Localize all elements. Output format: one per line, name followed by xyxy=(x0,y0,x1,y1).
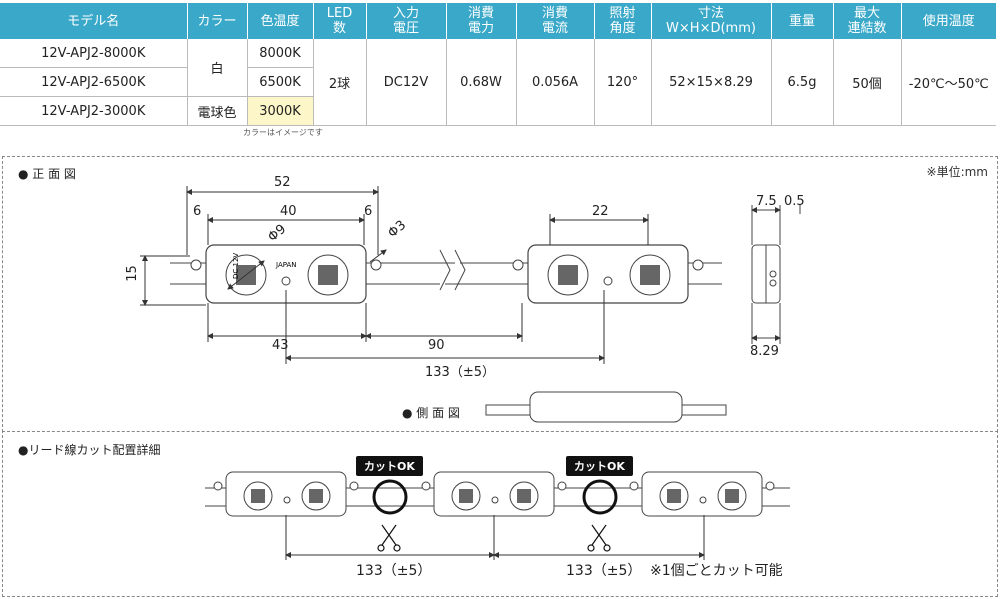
angle-cell: 120° xyxy=(594,39,652,126)
temp-range-cell: -20℃〜50℃ xyxy=(901,39,996,126)
lead-cut-label: ●リード線カット配置詳細 xyxy=(18,443,161,457)
column-header-line1: 重量 xyxy=(788,13,815,29)
column-header: 色温度 xyxy=(247,3,314,39)
color-note: カラーはイメージです xyxy=(243,128,323,137)
column-header-line2: 数 xyxy=(332,21,346,36)
lead-cut-panel xyxy=(2,430,998,597)
lead-cut-module xyxy=(629,471,775,517)
side-view-label: ● 側 面 図 xyxy=(402,406,460,420)
dim-22: 22 xyxy=(592,204,609,219)
model-cell: 12V-APJ2-8000K xyxy=(0,39,188,68)
unit-note: ※単位:mm xyxy=(926,165,988,179)
column-header-line1: LED xyxy=(326,6,353,21)
side-profile xyxy=(485,391,727,423)
column-header-line1: 色温度 xyxy=(260,13,300,29)
dim-90: 90 xyxy=(428,338,445,353)
cut-circles xyxy=(372,479,618,515)
column-header: 消費電流 xyxy=(516,3,595,39)
cut-ok-badge-2: カットOK xyxy=(566,456,633,476)
dim-7-5: 7.5 xyxy=(756,194,777,209)
led-cell: 2球 xyxy=(313,39,367,126)
front-module-1: DC 12V JAPAN xyxy=(190,244,382,304)
column-header: 最大連結数 xyxy=(833,3,902,39)
dim-52: 52 xyxy=(274,175,291,190)
model-cell: 12V-APJ2-6500K xyxy=(0,67,188,97)
end-view xyxy=(751,205,801,344)
column-header-line1: 寸法 xyxy=(697,6,724,21)
dim-6-right: 6 xyxy=(364,204,373,219)
power-cell: 0.68W xyxy=(446,39,517,126)
lead-cut-modules xyxy=(213,471,775,517)
column-header-line1: 入力 xyxy=(392,6,419,21)
column-header-line2: 連結数 xyxy=(847,21,887,36)
column-header: 入力電圧 xyxy=(366,3,447,39)
cut-ok-badge-1: カットOK xyxy=(356,456,423,476)
front-view-label: ● 正 面 図 xyxy=(18,167,76,181)
model-cell: 12V-APJ2-3000K xyxy=(0,96,188,126)
column-header-line2: 角度 xyxy=(609,21,636,36)
dim-8-29: 8.29 xyxy=(750,344,779,359)
temp-cell: 6500K xyxy=(247,67,314,97)
lead-cut-module xyxy=(213,471,359,517)
column-header: 照射角度 xyxy=(594,3,652,39)
column-header: 使用温度 xyxy=(901,3,996,39)
lead-cut-dimensions xyxy=(285,515,705,560)
column-header-line1: 最大 xyxy=(853,6,880,21)
column-header-line1: 消費 xyxy=(467,6,494,21)
dim-43: 43 xyxy=(272,338,289,353)
column-header: 重量 xyxy=(771,3,834,39)
voltage-cell: DC12V xyxy=(366,39,447,126)
column-header-line1: 使用温度 xyxy=(922,13,975,29)
column-header-line2: 電圧 xyxy=(392,21,419,36)
column-header: モデル名 xyxy=(0,3,188,39)
color-cell: 白 xyxy=(187,39,248,97)
table-row: 12V-APJ2-6500K 6500K xyxy=(0,67,996,97)
table-row: 12V-APJ2-8000K 白 8000K 2球 DC12V 0.68W 0.… xyxy=(0,39,996,126)
column-header-line1: 照射 xyxy=(609,6,636,21)
size-cell: 52×15×8.29 xyxy=(651,39,772,126)
column-header-line1: カラー xyxy=(197,13,237,29)
lead-cut-module xyxy=(421,471,567,517)
dc-label: DC 12V xyxy=(232,253,240,279)
scissors-icons xyxy=(377,524,611,552)
column-header: カラー xyxy=(187,3,248,39)
dim-6-left: 6 xyxy=(193,204,202,219)
front-module-2 xyxy=(512,244,704,304)
front-dimensions xyxy=(140,186,649,364)
dim-15: 15 xyxy=(124,265,140,282)
column-header: 消費電力 xyxy=(446,3,517,39)
dim-0-5: 0.5 xyxy=(784,194,805,209)
dim-133: 133（±5） xyxy=(425,365,495,380)
cut-dim-1: 133（±5） xyxy=(356,563,432,579)
front-view-panel xyxy=(2,156,998,432)
current-cell: 0.056A xyxy=(516,39,595,126)
column-header-line2: W×H×D(mm) xyxy=(666,21,756,36)
weight-cell: 6.5g xyxy=(771,39,834,126)
column-header-line2: 電流 xyxy=(541,21,568,36)
column-header-line2: 電力 xyxy=(467,21,494,36)
dim-40: 40 xyxy=(280,204,297,219)
temp-cell: 3000K xyxy=(247,96,314,126)
color-cell: 電球色 xyxy=(187,96,248,126)
table-row: 12V-APJ2-3000K 電球色 3000K xyxy=(0,96,996,126)
temp-cell: 8000K xyxy=(247,39,314,68)
column-header-line1: 消費 xyxy=(541,6,568,21)
column-header-line1: モデル名 xyxy=(67,13,120,29)
brand-label: JAPAN xyxy=(275,261,297,269)
cut-dim-2: 133（±5） xyxy=(566,563,642,579)
max-cell: 50個 xyxy=(833,39,902,126)
cut-note: ※1個ごとカット可能 xyxy=(650,563,783,579)
